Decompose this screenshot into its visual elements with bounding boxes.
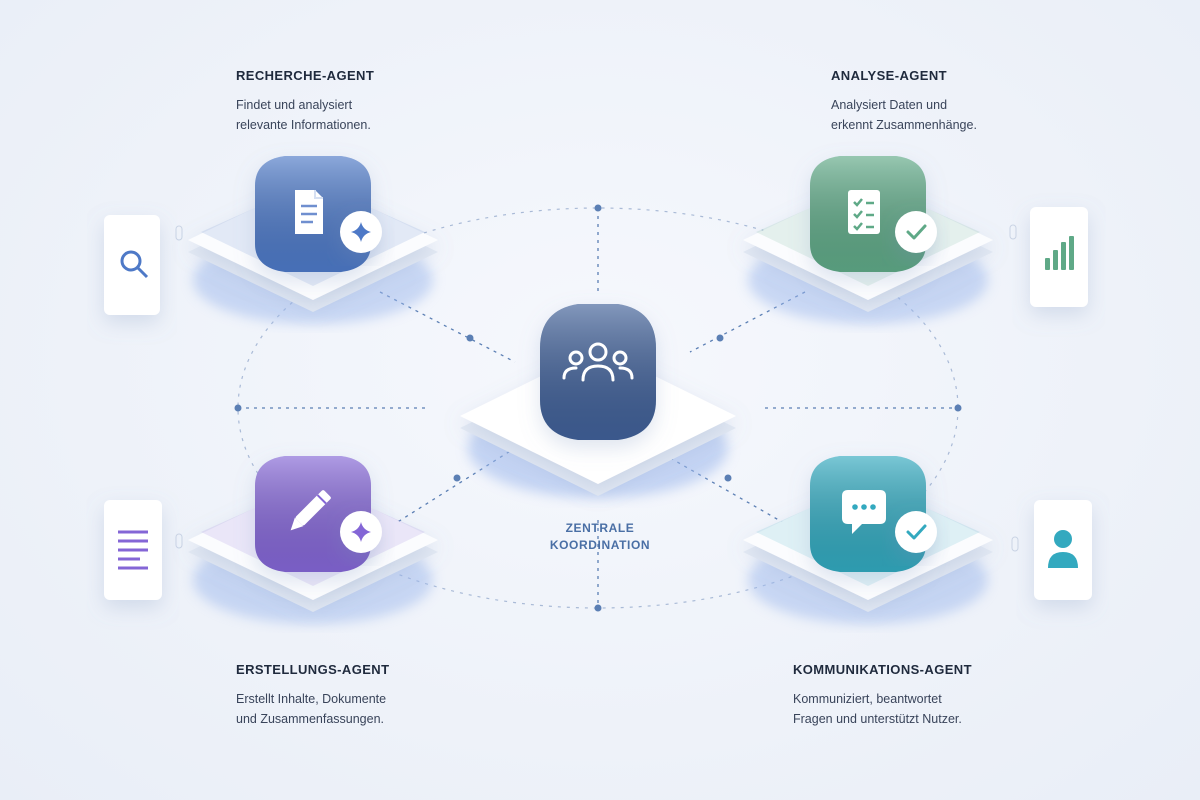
dot bbox=[594, 604, 602, 612]
badge-sparkle-icon bbox=[340, 211, 382, 253]
agent-node-creation[interactable] bbox=[188, 456, 438, 624]
side-card-creation[interactable] bbox=[104, 500, 183, 600]
agent-text-analysis: ANALYSE-AGENT Analysiert Daten und erken… bbox=[831, 68, 1091, 135]
agent-description: Erstellt Inhalte, Dokumente und Zusammen… bbox=[236, 692, 387, 726]
agent-node-communication[interactable] bbox=[743, 456, 993, 624]
people-group-icon bbox=[562, 342, 634, 382]
dot bbox=[716, 334, 724, 342]
side-card-analysis[interactable] bbox=[1009, 207, 1088, 307]
agent-text-research: RECHERCHE-AGENT Findet und analysiert re… bbox=[236, 68, 496, 135]
agent-node-analysis[interactable] bbox=[743, 156, 993, 324]
agent-title: ANALYSE-AGENT bbox=[831, 68, 947, 83]
agent-node-research[interactable] bbox=[188, 156, 438, 324]
side-card-communication[interactable] bbox=[1011, 500, 1092, 600]
agent-text-communication: KOMMUNIKATIONS-AGENT Kommuniziert, beant… bbox=[793, 662, 1053, 729]
checklist-icon bbox=[848, 190, 880, 234]
center-label: ZENTRALE KOORDINATION bbox=[549, 521, 651, 552]
badge-checkmark-icon bbox=[895, 211, 937, 253]
bar-chart-icon bbox=[1045, 236, 1074, 270]
connector-dots bbox=[234, 204, 962, 612]
badge-sparkle-icon bbox=[340, 511, 382, 553]
agent-description: Kommuniziert, beantwortet Fragen und unt… bbox=[793, 692, 962, 726]
user-icon bbox=[1048, 530, 1078, 568]
dot bbox=[594, 204, 602, 212]
agent-description: Analysiert Daten und erkennt Zusammenhän… bbox=[831, 98, 977, 132]
magnifier-icon bbox=[120, 250, 149, 279]
agent-title: RECHERCHE-AGENT bbox=[236, 68, 375, 83]
text-lines-icon bbox=[118, 530, 148, 570]
side-card-research[interactable] bbox=[104, 215, 183, 315]
connector-analysis bbox=[689, 291, 806, 353]
chat-bubble-icon bbox=[842, 490, 886, 534]
badge-checkmark-icon bbox=[895, 511, 937, 553]
document-icon bbox=[295, 190, 323, 234]
agent-text-creation: ERSTELLUNGS-AGENT Erstellt Inhalte, Doku… bbox=[236, 662, 496, 729]
dot bbox=[724, 474, 732, 482]
dot bbox=[466, 334, 474, 342]
dot bbox=[234, 404, 242, 412]
agent-description: Findet und analysiert relevante Informat… bbox=[236, 98, 371, 132]
agent-title: KOMMUNIKATIONS-AGENT bbox=[793, 662, 972, 677]
dot bbox=[453, 474, 461, 482]
agent-title: ERSTELLUNGS-AGENT bbox=[236, 662, 390, 677]
center-node[interactable] bbox=[460, 304, 736, 498]
dot bbox=[954, 404, 962, 412]
